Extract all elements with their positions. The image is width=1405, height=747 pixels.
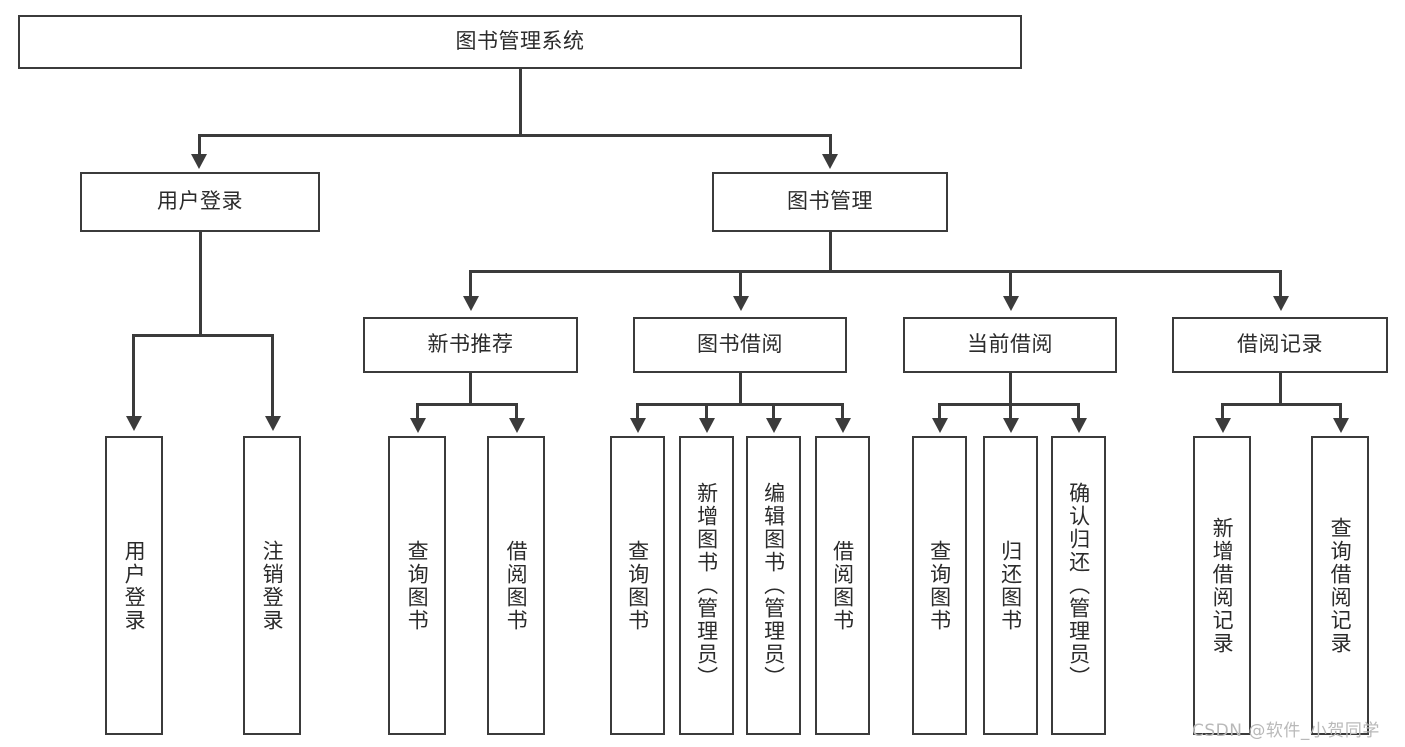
- node-leaf-edit-book[interactable]: 编辑图书（管理员）: [746, 436, 801, 735]
- edge-root-to-book-manage: [829, 134, 832, 157]
- edge-book-borrow-to-leaf-4: [841, 403, 844, 421]
- node-leaf-confirm-return[interactable]: 确认归还（管理员）: [1051, 436, 1106, 735]
- node-leaf-borrow-book-1-label: 借阅图书: [504, 540, 529, 632]
- node-leaf-query-book-2[interactable]: 查询图书: [610, 436, 665, 735]
- node-leaf-edit-book-label: 编辑图书（管理员）: [761, 482, 786, 689]
- node-leaf-query-record-label: 查询借阅记录: [1328, 517, 1353, 655]
- node-leaf-borrow-book-2[interactable]: 借阅图书: [815, 436, 870, 735]
- edge-book-manage-to-book-borrow: [739, 270, 742, 298]
- edge-current-borrow-stem: [1009, 373, 1012, 403]
- arrowhead-to-borrow-record: [1273, 296, 1289, 311]
- node-leaf-add-book-label: 新增图书（管理员）: [694, 482, 719, 689]
- arrowhead-current-borrow-leaf-3: [1071, 418, 1087, 433]
- edge-book-borrow-to-leaf-1: [636, 403, 639, 421]
- node-new-book-rec-label: 新书推荐: [427, 332, 514, 357]
- arrowhead-borrow-record-leaf-2: [1333, 418, 1349, 433]
- arrowhead-book-borrow-leaf-4: [835, 418, 851, 433]
- node-leaf-query-book-1-label: 查询图书: [405, 540, 430, 632]
- node-book-manage[interactable]: 图书管理: [712, 172, 948, 232]
- edge-book-manage-to-current-borrow: [1009, 270, 1012, 298]
- edge-user-login-bus: [132, 334, 272, 337]
- node-user-login-label: 用户登录: [157, 189, 243, 214]
- edge-book-manage-bus: [469, 270, 1281, 273]
- edge-book-manage-stem: [829, 232, 832, 270]
- edge-root-bus: [198, 134, 832, 137]
- edge-new-book-rec-to-leaf-1: [416, 403, 419, 421]
- edge-book-borrow-bus: [636, 403, 844, 406]
- node-leaf-query-book-3[interactable]: 查询图书: [912, 436, 967, 735]
- edge-root-to-user-login: [198, 134, 201, 157]
- arrowhead-root-to-book-manage: [822, 154, 838, 169]
- edge-new-book-rec-bus: [416, 403, 517, 406]
- node-leaf-confirm-return-label: 确认归还（管理员）: [1066, 482, 1091, 689]
- arrowhead-borrow-record-leaf-1: [1215, 418, 1231, 433]
- node-user-login[interactable]: 用户登录: [80, 172, 320, 232]
- arrowhead-to-new-book-rec: [463, 296, 479, 311]
- arrowhead-user-login-to-leaf-1: [126, 416, 142, 431]
- edge-current-borrow-bus: [938, 403, 1079, 406]
- edge-user-login-to-leaf-2: [271, 334, 274, 419]
- node-current-borrow[interactable]: 当前借阅: [903, 317, 1117, 373]
- node-leaf-add-record[interactable]: 新增借阅记录: [1193, 436, 1251, 735]
- edge-borrow-record-to-leaf-1: [1221, 403, 1224, 421]
- arrowhead-user-login-to-leaf-2: [265, 416, 281, 431]
- node-leaf-query-book-3-label: 查询图书: [927, 540, 952, 632]
- edge-new-book-rec-to-leaf-2: [515, 403, 518, 421]
- arrowhead-book-borrow-leaf-1: [630, 418, 646, 433]
- node-current-borrow-label: 当前借阅: [967, 332, 1053, 357]
- arrowhead-current-borrow-leaf-1: [932, 418, 948, 433]
- arrowhead-root-to-user-login: [191, 154, 207, 169]
- node-borrow-record-label: 借阅记录: [1237, 332, 1323, 357]
- arrowhead-to-current-borrow: [1003, 296, 1019, 311]
- edge-borrow-record-stem: [1279, 373, 1282, 403]
- edge-borrow-record-bus: [1221, 403, 1341, 406]
- node-book-borrow-label: 图书借阅: [697, 332, 783, 357]
- node-root-label: 图书管理系统: [455, 29, 585, 54]
- edge-book-borrow-stem: [739, 373, 742, 403]
- node-leaf-add-record-label: 新增借阅记录: [1210, 517, 1235, 655]
- arrowhead-current-borrow-leaf-2: [1003, 418, 1019, 433]
- node-book-manage-label: 图书管理: [787, 189, 873, 214]
- edge-user-login-to-leaf-1: [132, 334, 135, 419]
- node-leaf-query-record[interactable]: 查询借阅记录: [1311, 436, 1369, 735]
- node-leaf-borrow-book-1[interactable]: 借阅图书: [487, 436, 545, 735]
- edge-book-borrow-to-leaf-3: [772, 403, 775, 421]
- node-leaf-user-login-label: 用户登录: [122, 540, 147, 632]
- arrowhead-book-borrow-leaf-3: [766, 418, 782, 433]
- node-new-book-rec[interactable]: 新书推荐: [363, 317, 578, 373]
- arrowhead-new-book-rec-leaf-2: [509, 418, 525, 433]
- node-leaf-return-book[interactable]: 归还图书: [983, 436, 1038, 735]
- node-leaf-user-logout[interactable]: 注销登录: [243, 436, 301, 735]
- node-leaf-query-book-2-label: 查询图书: [625, 540, 650, 632]
- edge-root-stem-main: [519, 69, 522, 134]
- node-leaf-add-book[interactable]: 新增图书（管理员）: [679, 436, 734, 735]
- node-borrow-record[interactable]: 借阅记录: [1172, 317, 1388, 373]
- csdn-watermark: CSDN @软件_小贺同学: [1192, 721, 1380, 741]
- node-leaf-user-login[interactable]: 用户登录: [105, 436, 163, 735]
- edge-borrow-record-to-leaf-2: [1339, 403, 1342, 421]
- edge-current-borrow-to-leaf-1: [938, 403, 941, 421]
- edge-current-borrow-to-leaf-3: [1077, 403, 1080, 421]
- arrowhead-book-borrow-leaf-2: [699, 418, 715, 433]
- arrowhead-to-book-borrow: [733, 296, 749, 311]
- node-leaf-borrow-book-2-label: 借阅图书: [830, 540, 855, 632]
- edge-book-borrow-to-leaf-2: [705, 403, 708, 421]
- edge-book-manage-to-borrow-record: [1279, 270, 1282, 298]
- node-leaf-user-logout-label: 注销登录: [260, 540, 285, 632]
- edge-current-borrow-to-leaf-2: [1009, 403, 1012, 421]
- edge-book-manage-to-new-book-rec: [469, 270, 472, 298]
- node-leaf-query-book-1[interactable]: 查询图书: [388, 436, 446, 735]
- node-leaf-return-book-label: 归还图书: [998, 540, 1023, 632]
- node-root[interactable]: 图书管理系统: [18, 15, 1022, 69]
- edge-new-book-rec-stem: [469, 373, 472, 403]
- edge-user-login-stem: [199, 232, 202, 334]
- arrowhead-new-book-rec-leaf-1: [410, 418, 426, 433]
- node-book-borrow[interactable]: 图书借阅: [633, 317, 847, 373]
